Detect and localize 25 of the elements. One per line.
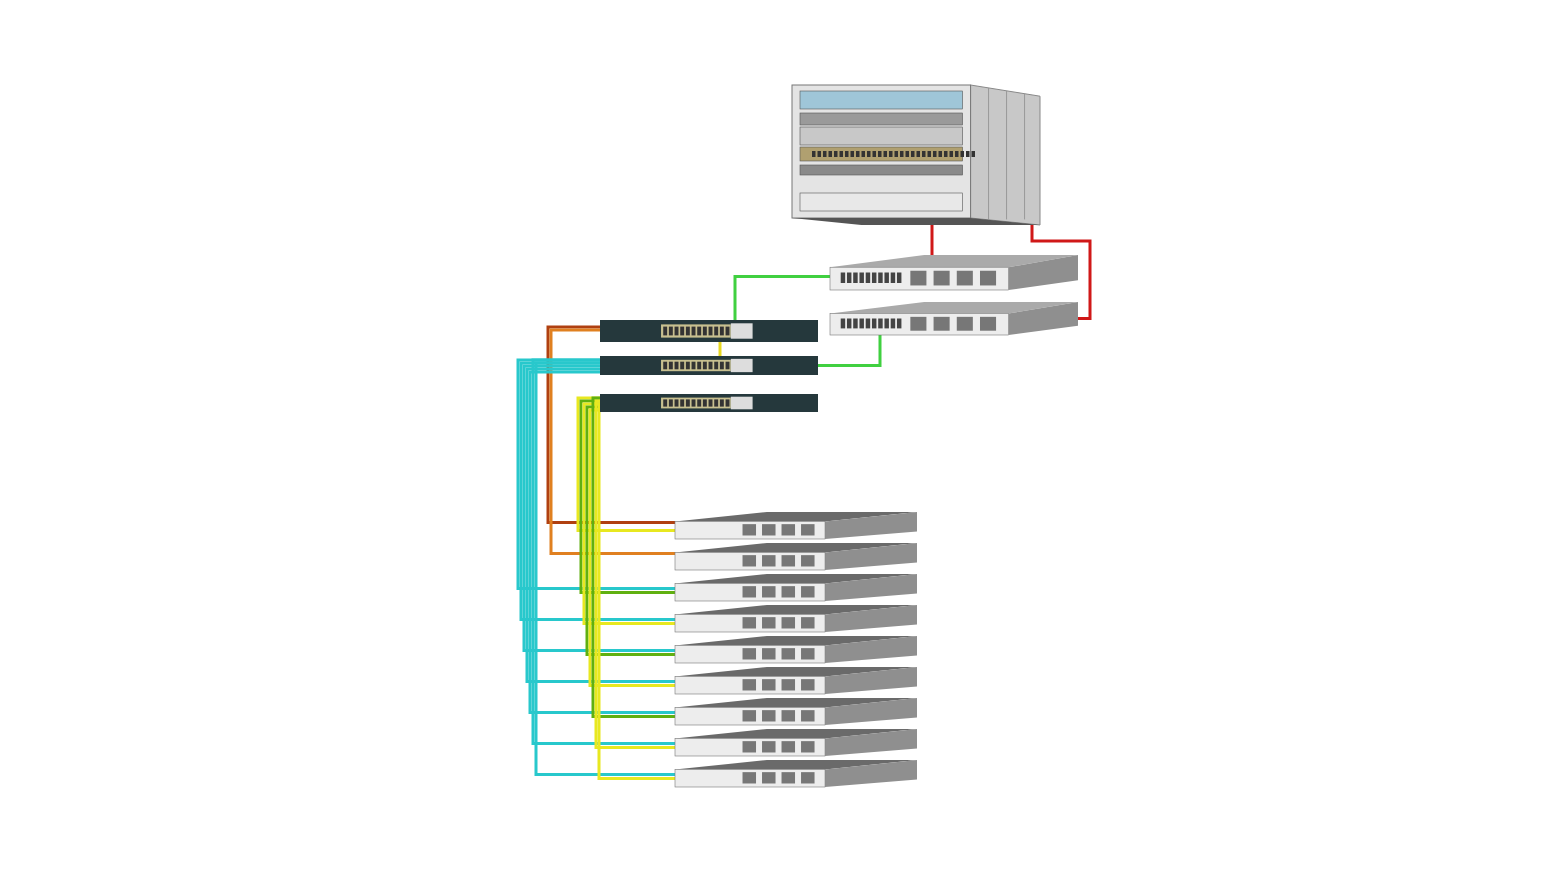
cable [718,342,722,356]
cable [582,402,675,625]
cable [576,396,675,532]
router-drawing [830,255,1078,290]
cable [549,328,675,555]
server-drawing [675,760,917,787]
server-drawing [675,698,917,725]
router-drawing [830,302,1078,335]
server-drawing [675,574,917,601]
server-drawing [675,636,917,663]
server-drawing [675,512,917,539]
switch-drawing [600,394,818,412]
chassis-drawing [792,85,1040,225]
server-drawing [675,667,917,694]
cable [930,225,934,255]
cable [818,335,882,367]
cable [579,399,675,594]
cable [733,275,830,320]
server-drawing [675,605,917,632]
switch-drawing [600,320,818,342]
server-drawing [675,543,917,570]
cable [546,325,675,524]
cable [1030,225,1092,320]
switch-drawing [600,356,818,375]
server-drawing [675,729,917,756]
